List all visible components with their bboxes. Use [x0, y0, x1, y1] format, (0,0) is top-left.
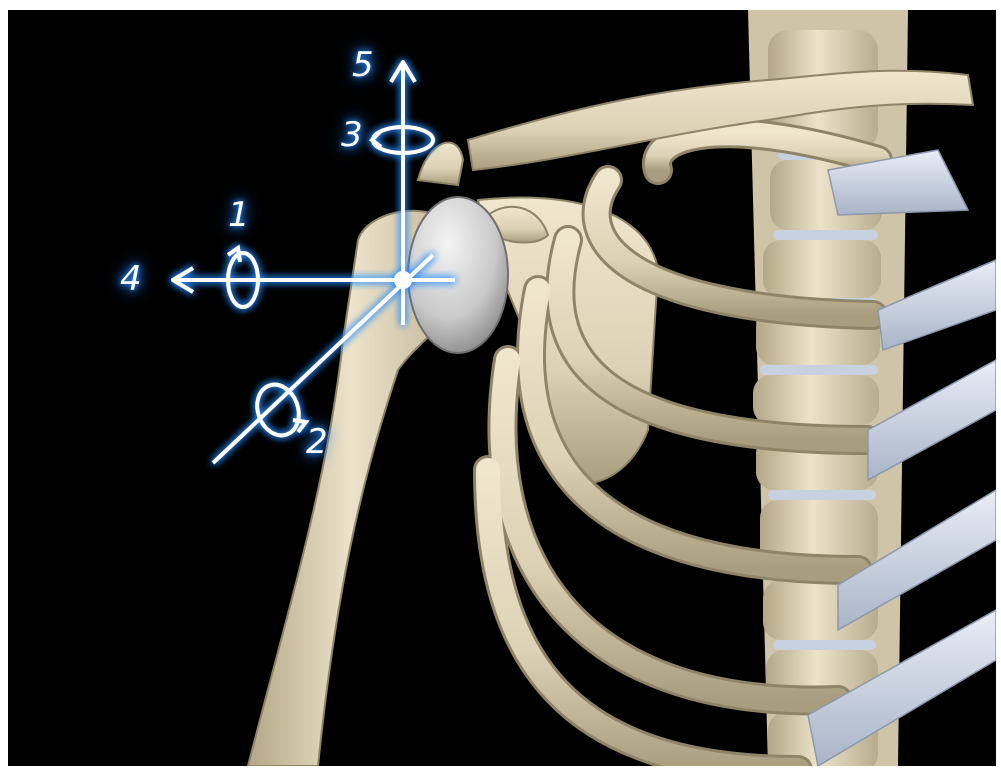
axis-label-1: 1 [228, 198, 250, 232]
axis-label-2: 2 [306, 425, 328, 459]
axis-label-3: 3 [341, 118, 363, 152]
anatomy-viewport: 1 2 3 4 5 [8, 10, 996, 766]
axis-label-5: 5 [352, 48, 374, 82]
rotation-arrow-icon [250, 379, 305, 442]
shoulder-skeleton-illustration [8, 10, 996, 766]
axis-label-4: 4 [120, 262, 142, 296]
humeral-head [408, 197, 508, 353]
joint-center-dot-icon [396, 273, 410, 287]
